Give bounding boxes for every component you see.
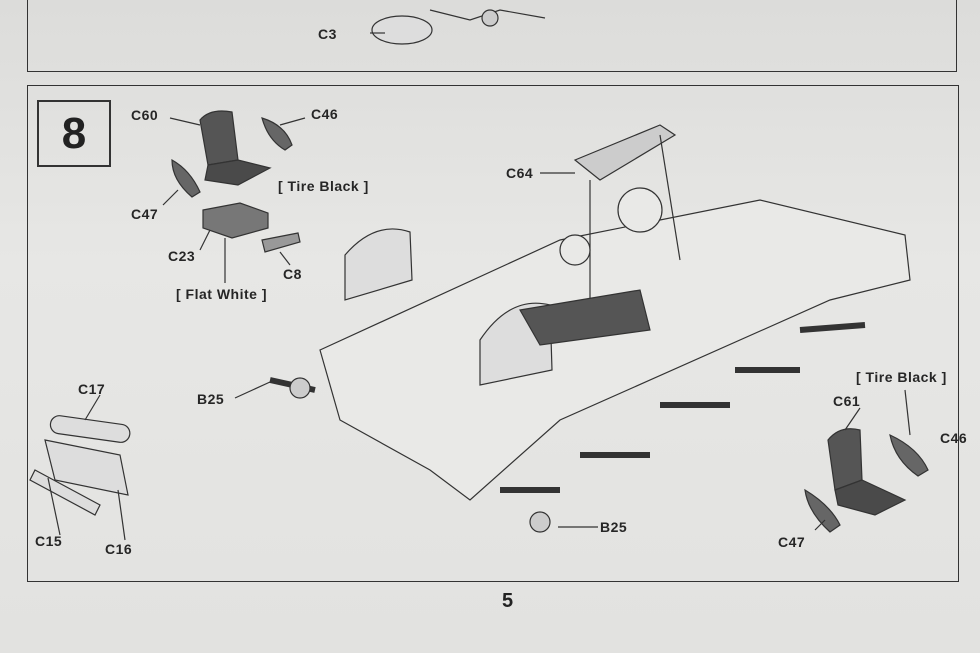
label-c47-right: C47 — [778, 534, 806, 550]
label-b25-bottom: B25 — [600, 519, 628, 535]
label-c47: C47 — [131, 206, 159, 222]
label-b25-left: B25 — [197, 391, 225, 407]
label-c64: C64 — [506, 165, 534, 181]
label-c61: C61 — [833, 393, 861, 409]
seat-c61-drawing — [804, 389, 929, 533]
part-c3-drawing — [370, 9, 546, 45]
label-c15: C15 — [35, 533, 63, 549]
label-flat-white: [ Flat White ] — [176, 286, 267, 302]
label-c16: C16 — [105, 541, 133, 557]
step-number: 8 — [37, 100, 111, 167]
seat-c60-drawing — [162, 110, 306, 283]
label-c17: C17 — [78, 381, 106, 397]
label-tire-black: [ Tire Black ] — [278, 178, 369, 194]
part-c17-c15-c16-drawing — [29, 394, 131, 541]
label-c46-right: C46 — [940, 430, 968, 446]
label-tire-black-right: [ Tire Black ] — [856, 369, 947, 385]
label-c3: C3 — [318, 26, 337, 42]
suspension-arms — [269, 322, 866, 533]
label-c8: C8 — [283, 266, 302, 282]
label-c23: C23 — [168, 248, 196, 264]
page-number: 5 — [502, 590, 514, 612]
label-c60: C60 — [131, 107, 159, 123]
step-8-panel — [27, 85, 959, 582]
label-c46: C46 — [311, 106, 339, 122]
previous-step-panel — [27, 0, 957, 72]
hull-drawing — [234, 124, 911, 533]
